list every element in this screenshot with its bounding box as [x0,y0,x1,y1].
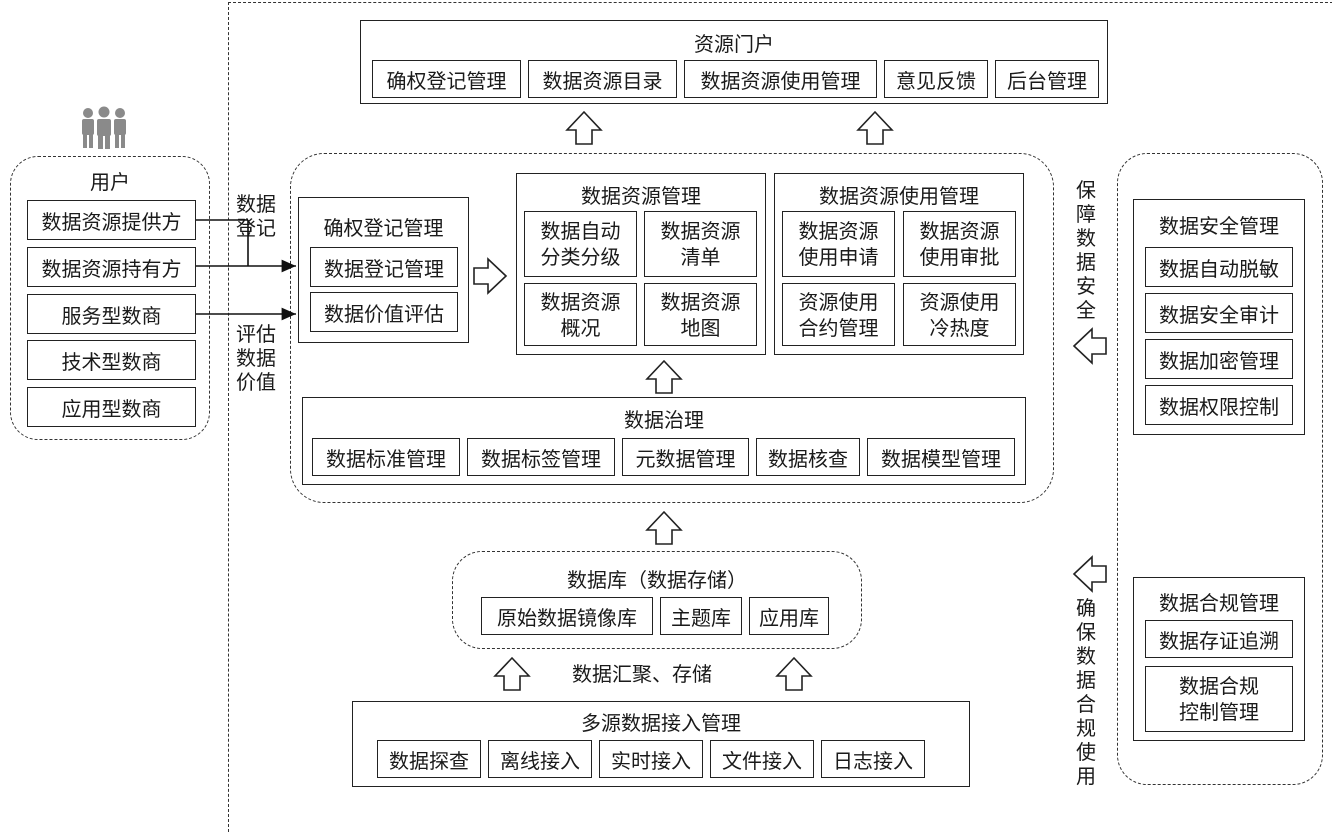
hollow-arrow-icon [1073,328,1107,364]
portal-feedback[interactable]: 意见反馈 [884,60,988,98]
comp-control[interactable]: 数据合规 控制管理 [1145,666,1293,732]
users-group [10,156,210,440]
label-data-register: 数据 登记 [236,192,276,240]
compliance-title: 数据合规管理 [1159,591,1279,615]
ingest-explore[interactable]: 数据探查 [377,740,481,778]
rights-title: 确权登记管理 [323,216,444,240]
usage-approve[interactable]: 数据资源 使用审批 [903,211,1016,277]
hollow-arrow-icon [494,657,530,691]
gov-check[interactable]: 数据核查 [756,438,860,476]
user-app-merchant[interactable]: 应用型数商 [27,387,196,427]
compliance-box [1133,577,1305,741]
sec-audit[interactable]: 数据安全审计 [1145,293,1293,333]
ingest-box [352,701,970,787]
user-tech-merchant[interactable]: 技术型数商 [27,340,196,380]
governance-title: 数据治理 [624,408,704,432]
portal-box [360,20,1108,104]
hollow-arrow-icon [473,258,507,294]
usage-mgmt-box [774,173,1024,355]
label-evaluate-value: 评估 数据 价值 [236,322,276,394]
governance-box [302,397,1026,485]
resource-list[interactable]: 数据资源 清单 [644,211,757,277]
sec-masking[interactable]: 数据自动脱敏 [1145,247,1293,287]
resource-mgmt-box [516,173,766,355]
hollow-arrow-icon [646,360,682,394]
user-holder[interactable]: 数据资源持有方 [27,247,196,287]
hollow-arrow-icon [566,111,602,145]
database-title: 数据库（数据存储） [567,568,747,592]
resource-classify[interactable]: 数据自动 分类分级 [524,211,637,277]
portal-usage[interactable]: 数据资源使用管理 [684,60,877,98]
sec-permission[interactable]: 数据权限控制 [1145,385,1293,425]
user-provider[interactable]: 数据资源提供方 [27,200,196,240]
users-icon [78,106,130,150]
portal-title: 资源门户 [694,32,774,56]
rights-box [298,197,469,343]
ingest-file[interactable]: 文件接入 [710,740,814,778]
db-app[interactable]: 应用库 [749,597,829,635]
database-group [452,551,862,649]
security-box [1133,199,1305,435]
gov-tag[interactable]: 数据标签管理 [467,438,615,476]
gov-model[interactable]: 数据模型管理 [867,438,1015,476]
sec-encrypt[interactable]: 数据加密管理 [1145,339,1293,379]
core-group [290,153,1054,503]
ingest-offline[interactable]: 离线接入 [488,740,592,778]
platform-frame [228,2,1332,832]
portal-rights[interactable]: 确权登记管理 [372,60,521,98]
ingest-log[interactable]: 日志接入 [821,740,925,778]
portal-admin[interactable]: 后台管理 [995,60,1099,98]
gov-standard[interactable]: 数据标准管理 [312,438,460,476]
rights-evaluate[interactable]: 数据价值评估 [310,292,458,332]
hollow-arrow-icon [857,111,893,145]
usage-contract[interactable]: 资源使用 合约管理 [782,283,895,346]
hollow-arrow-icon [646,511,682,545]
ingest-realtime[interactable]: 实时接入 [599,740,703,778]
gov-metadata[interactable]: 元数据管理 [622,438,749,476]
usage-mgmt-title: 数据资源使用管理 [819,184,979,208]
people-group-icon [82,106,126,149]
portal-catalog[interactable]: 数据资源目录 [528,60,677,98]
resource-mgmt-title: 数据资源管理 [581,184,701,208]
ingest-title: 多源数据接入管理 [581,711,741,735]
security-title: 数据安全管理 [1159,214,1279,238]
user-service-merchant[interactable]: 服务型数商 [27,294,196,334]
governance-right-group [1117,153,1323,785]
label-ensure-security: 保 障 数 据 安 全 [1076,178,1096,322]
rights-register[interactable]: 数据登记管理 [310,247,458,287]
hollow-arrow-icon [1073,556,1107,592]
users-title: 用户 [90,170,130,194]
db-mirror[interactable]: 原始数据镜像库 [481,597,653,635]
resource-map[interactable]: 数据资源 地图 [644,283,757,346]
usage-apply[interactable]: 数据资源 使用申请 [782,211,895,277]
db-topic[interactable]: 主题库 [660,597,742,635]
hollow-arrow-icon [776,657,812,691]
connector-lines [196,219,296,321]
usage-heat[interactable]: 资源使用 冷热度 [903,283,1016,346]
label-ensure-compliance: 确 保 数 据 合 规 使 用 [1076,596,1096,788]
comp-trace[interactable]: 数据存证追溯 [1145,620,1293,658]
aggregate-label: 数据汇聚、存储 [572,662,712,686]
resource-overview[interactable]: 数据资源 概况 [524,283,637,346]
